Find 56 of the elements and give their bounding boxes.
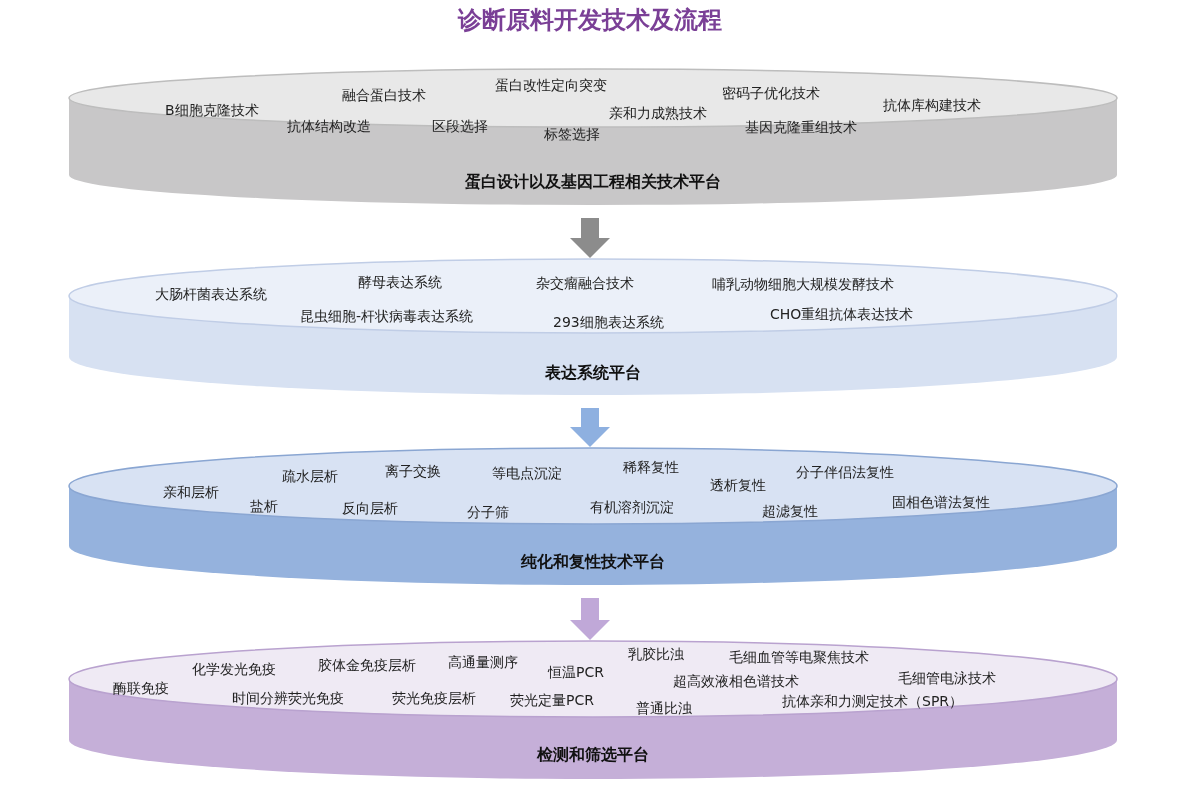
technique-label: 酵母表达系统 [358, 273, 442, 291]
technique-label: 融合蛋白技术 [342, 86, 426, 104]
technique-label: 酶联免疫 [113, 679, 169, 697]
platform-title: 检测和筛选平台 [537, 745, 649, 765]
technique-label: 时间分辨荧光免疫 [232, 689, 344, 707]
technique-label: 反向层析 [342, 499, 398, 517]
technique-label: 亲和力成熟技术 [609, 104, 707, 122]
technique-label: 有机溶剂沉淀 [590, 498, 674, 516]
technique-label: 固相色谱法复性 [892, 493, 990, 511]
technique-label: 大肠杆菌表达系统 [155, 285, 267, 303]
technique-label: 离子交换 [385, 462, 441, 480]
technique-label: 高通量测序 [448, 653, 518, 671]
technique-label: 抗体结构改造 [287, 117, 371, 135]
platform-title: 蛋白设计以及基因工程相关技术平台 [465, 172, 721, 192]
technique-label: 超滤复性 [762, 502, 818, 520]
technique-label: 超高效液相色谱技术 [673, 672, 799, 690]
technique-label: 昆虫细胞-杆状病毒表达系统 [300, 307, 474, 325]
technique-label: 毛细血管等电聚焦技术 [729, 648, 869, 666]
technique-label: 基因克隆重组技术 [745, 118, 857, 136]
platform-title: 表达系统平台 [545, 363, 641, 383]
technique-label: 密码子优化技术 [722, 84, 820, 102]
technique-label: 等电点沉淀 [492, 464, 562, 482]
technique-label: 稀释复性 [623, 458, 679, 476]
technique-label: 荧光免疫层析 [392, 689, 476, 707]
technique-label: 疏水层析 [282, 467, 338, 485]
technique-label: 化学发光免疫 [192, 660, 276, 678]
technique-label: 蛋白改性定向突变 [495, 76, 607, 94]
technique-label: 胶体金免疫层析 [318, 656, 416, 674]
technique-label: 乳胶比浊 [628, 645, 684, 663]
technique-label: 分子伴侣法复性 [796, 463, 894, 481]
platform-title: 纯化和复性技术平台 [521, 552, 665, 572]
platform-disk [68, 447, 1118, 586]
technique-label: 分子筛 [467, 503, 509, 521]
technique-label: 毛细管电泳技术 [898, 669, 996, 687]
block-arrow [570, 408, 610, 447]
technique-label: 区段选择 [432, 117, 488, 135]
technique-label: 普通比浊 [636, 699, 692, 717]
technique-label: B细胞克隆技术 [165, 101, 259, 119]
technique-label: 标签选择 [544, 125, 600, 143]
technique-label: 盐析 [250, 497, 278, 515]
technique-label: CHO重组抗体表达技术 [770, 305, 914, 323]
platform-disk [68, 68, 1118, 206]
platform-disk [68, 258, 1118, 396]
diagram-title: 诊断原料开发技术及流程 [456, 5, 723, 36]
block-arrow [570, 598, 610, 640]
technique-label: 抗体亲和力测定技术（SPR） [782, 692, 964, 710]
technique-label: 哺乳动物细胞大规模发酵技术 [712, 275, 894, 293]
technique-label: 杂交瘤融合技术 [536, 274, 634, 292]
platform-disk [68, 640, 1118, 780]
technique-label: 亲和层析 [163, 483, 219, 501]
technique-label: 透析复性 [710, 476, 766, 494]
technique-label: 恒温PCR [548, 663, 604, 681]
technique-label: 293细胞表达系统 [553, 313, 664, 331]
technique-label: 荧光定量PCR [510, 691, 594, 709]
technique-label: 抗体库构建技术 [883, 96, 981, 114]
block-arrow [570, 218, 610, 258]
